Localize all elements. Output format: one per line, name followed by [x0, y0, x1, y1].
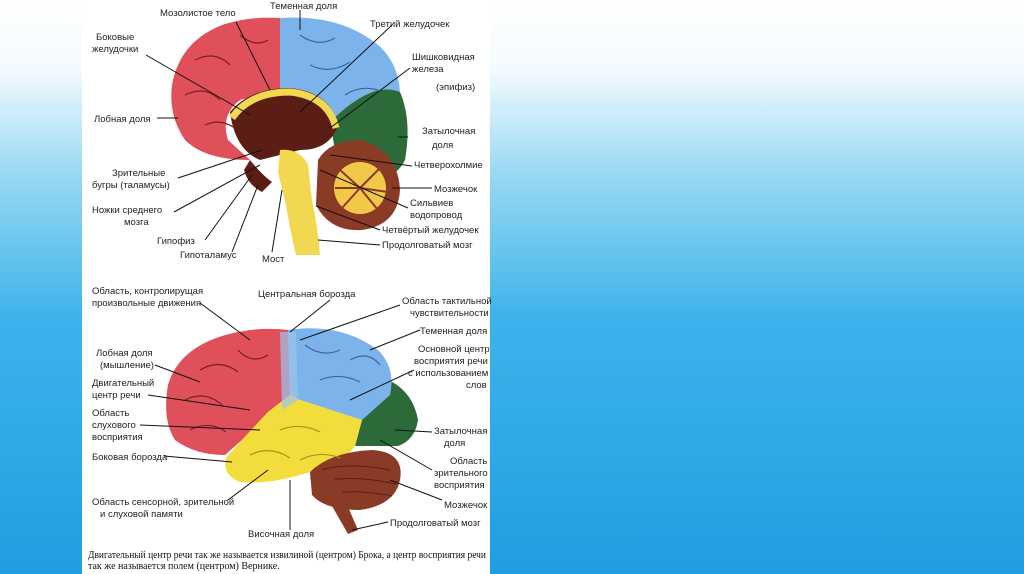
sagittal-hypothalamus: [244, 160, 272, 192]
lateral-parietal-lobe: [288, 328, 392, 420]
label-pineal-1: Шишковидная: [412, 52, 475, 63]
label-auditory-3: восприятия: [92, 432, 143, 443]
label-occipital-1: Затылочная: [422, 126, 475, 137]
label-motor-speech-1: Двигательный: [92, 378, 154, 389]
label-pons: Мост: [262, 254, 285, 265]
label-lateral-cerebellum: Мозжечок: [444, 500, 488, 511]
label-pituitary: Гипофиз: [157, 236, 195, 247]
label-lateral-ventricles-2: желудочки: [92, 44, 138, 55]
label-lateral-occipital-1: Затылочная: [434, 426, 487, 437]
label-frontal-lobe: Лобная доля: [94, 114, 151, 125]
label-lateral-parietal-lobe: Теменная доля: [420, 326, 487, 337]
label-medulla: Продолговатый мозг: [382, 240, 473, 251]
label-auditory-1: Область: [92, 408, 129, 419]
sagittal-brainstem: [278, 149, 320, 255]
label-visual-3: восприятия: [434, 480, 485, 491]
label-hypothalamus: Гипоталамус: [180, 250, 237, 261]
label-speech-perception-4: слов: [466, 380, 487, 391]
caption-line-1: Двигательный центр речи так же называетс…: [88, 550, 487, 561]
label-lateral-occipital-2: доля: [444, 438, 465, 449]
label-peduncles-2: мозга: [124, 217, 149, 228]
label-pineal-2: железа: [412, 64, 444, 75]
sagittal-frontal-lobe: [171, 17, 280, 160]
label-tactile-1: Область тактильной: [402, 296, 492, 307]
label-lateral-ventricles-1: Боковые: [96, 32, 134, 43]
caption: Двигательный центр речи так же называетс…: [88, 550, 487, 572]
label-frontal-1: Лобная доля: [96, 348, 153, 359]
label-auditory-2: слухового: [92, 420, 136, 431]
lateral-brainstem: [310, 468, 358, 534]
lateral-brain: [166, 328, 418, 534]
sagittal-brain: [171, 17, 408, 255]
label-corpus-callosum: Мозолистое тело: [160, 8, 236, 19]
lateral-labels: Область, контролирущая произвольные движ…: [92, 286, 492, 540]
label-visual-1: Область: [450, 456, 487, 467]
label-motor-speech-2: центр речи: [92, 390, 141, 401]
label-memory-1: Область сенсорной, зрительной: [92, 497, 234, 508]
label-parietal-lobe: Теменная доля: [270, 1, 337, 12]
label-cerebellum: Мозжечок: [434, 184, 478, 195]
label-central-sulcus: Центральная борозда: [258, 289, 356, 300]
label-tactile-2: чувствительности: [410, 308, 489, 319]
label-fourth-ventricle: Четвёртый желудочек: [382, 225, 479, 236]
label-third-ventricle: Третий желудочек: [370, 19, 450, 30]
label-quadrigemina: Четверохолмие: [414, 160, 483, 171]
label-speech-perception-2: восприятия речи: [414, 356, 488, 367]
label-frontal-2: (мышление): [100, 360, 154, 371]
label-aqueduct-2: водопровод: [410, 210, 463, 221]
label-peduncles-1: Ножки среднего: [92, 205, 162, 216]
label-occipital-2: доля: [432, 140, 453, 151]
label-aqueduct-1: Сильвиев: [410, 198, 453, 209]
label-motor-area-1: Область, контролирущая: [92, 286, 203, 297]
central-sulcus-band: [280, 332, 298, 410]
label-thalamus-1: Зрительные: [112, 168, 165, 179]
lateral-leaders: [139, 299, 443, 531]
sagittal-leaders: [145, 10, 432, 253]
label-lateral-medulla: Продолговатый мозг: [390, 518, 481, 529]
label-memory-2: и слуховой памяти: [100, 509, 183, 520]
sagittal-inner-region: [230, 88, 338, 160]
label-thalamus-2: бугры (таламусы): [92, 180, 170, 191]
label-lateral-sulcus: Боковая борозда: [92, 452, 168, 463]
sagittal-labels: Мозолистое тело Теменная доля Третий жел…: [92, 1, 483, 265]
label-visual-2: зрительного: [434, 468, 488, 479]
label-speech-perception-3: с использованием: [408, 368, 488, 379]
lateral-frontal-lobe: [166, 328, 290, 455]
label-motor-area-2: произвольные движения: [92, 298, 201, 309]
corpus-callosum-shape: [229, 88, 340, 129]
caption-line-2: так же называется полем (центром) Верник…: [88, 561, 280, 572]
label-temporal-lobe: Височная доля: [248, 529, 314, 540]
label-pineal-3: (эпифиз): [436, 82, 475, 93]
label-speech-perception-1: Основной центр: [418, 344, 490, 355]
